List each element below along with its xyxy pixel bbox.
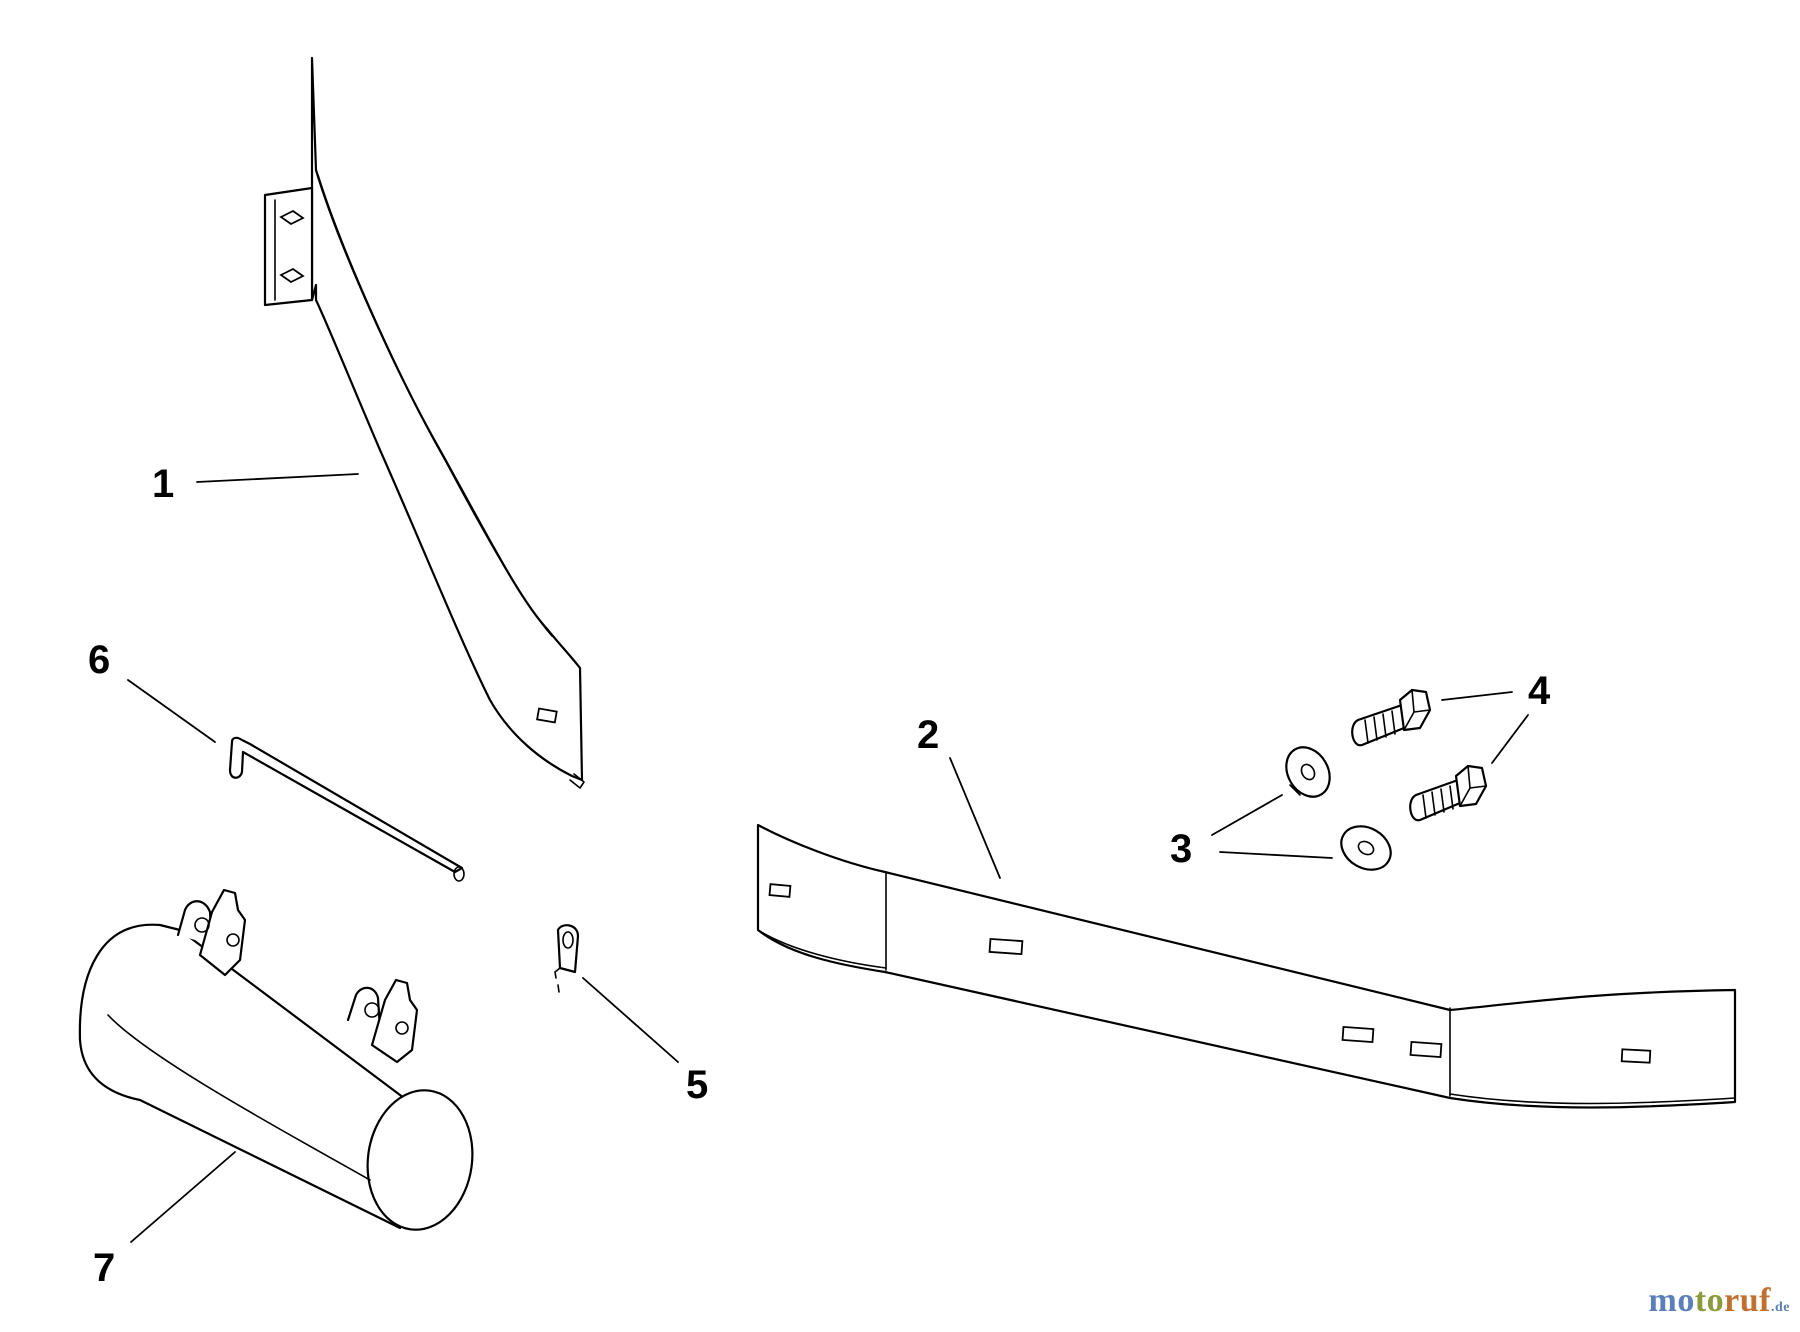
leader-4b	[1491, 714, 1529, 764]
watermark-part3: ruf	[1724, 1282, 1771, 1319]
leader-lines	[127, 473, 1529, 1243]
part-4-bolts	[1351, 688, 1488, 822]
motoruf-watermark: motoruf.de	[1649, 1282, 1790, 1320]
callout-labels: 1 2 3 4 5 6 7	[88, 462, 1551, 1290]
leader-4a	[1441, 691, 1513, 701]
leader-2	[949, 757, 1001, 879]
leader-1	[196, 473, 359, 483]
part-6-rod	[228, 736, 465, 882]
part-5-clip	[554, 924, 580, 993]
leader-3b	[1219, 851, 1333, 859]
callout-1: 1	[152, 462, 174, 506]
watermark-part4: .de	[1771, 1300, 1790, 1315]
leader-5	[582, 977, 679, 1063]
watermark-part2: to	[1694, 1282, 1725, 1319]
part-2-flap	[756, 823, 1737, 1109]
callout-7: 7	[93, 1246, 115, 1290]
part-7-cylinder	[78, 888, 474, 1231]
leader-3a	[1211, 794, 1283, 836]
part-1-deflector-bracket	[263, 56, 585, 789]
leader-6	[127, 679, 216, 743]
callout-3: 3	[1170, 827, 1192, 871]
callout-6: 6	[88, 638, 110, 682]
part-3-washers	[1285, 746, 1392, 871]
callout-2: 2	[917, 713, 939, 757]
leader-7	[130, 1151, 236, 1243]
watermark-part1: mo	[1648, 1282, 1695, 1319]
callout-5: 5	[686, 1063, 708, 1107]
callout-4: 4	[1528, 669, 1551, 713]
